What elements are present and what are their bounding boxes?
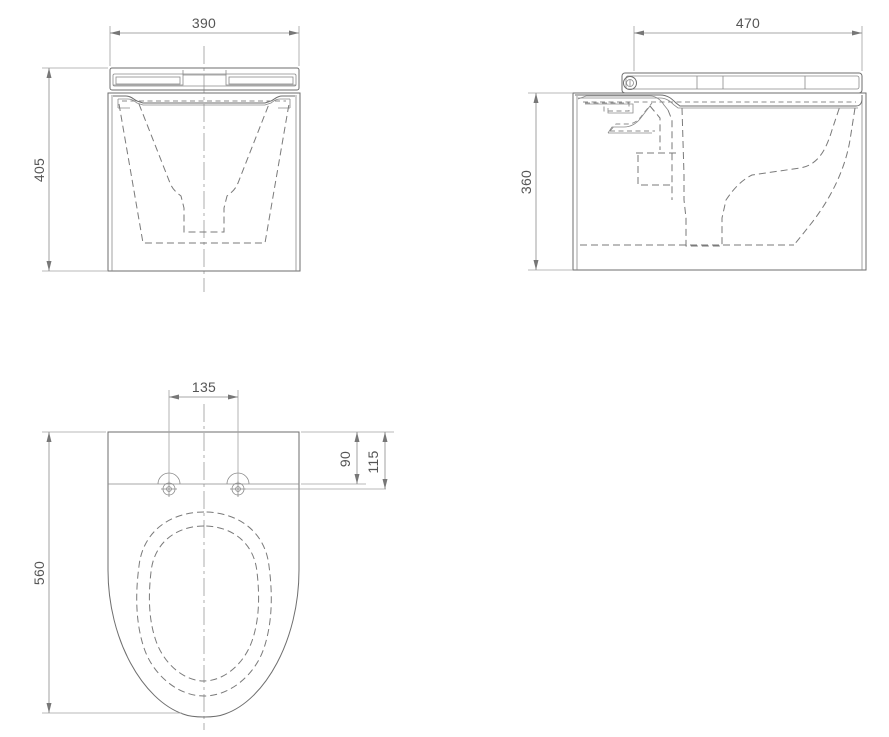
- front-view-bowl-outer-hidden: [118, 103, 290, 244]
- front-view-body-outline: [108, 93, 300, 271]
- dimension-label-360: 360: [518, 170, 534, 194]
- dimension-label-115: 115: [365, 450, 381, 473]
- dimension-front-height: 405: [31, 67, 108, 272]
- front-view-seat-lid: [110, 68, 299, 90]
- dimension-plan-length: 560: [31, 431, 182, 714]
- plan-view: 135 560 90: [31, 379, 394, 730]
- side-view-rim: [575, 95, 862, 109]
- dimension-label-560: 560: [31, 561, 47, 585]
- dimension-label-390: 390: [192, 15, 216, 31]
- front-view-bowl-inner-hidden: [138, 103, 270, 233]
- side-view-body-outline: [573, 93, 866, 270]
- plan-view-bowl-outer-hidden: [136, 511, 272, 697]
- side-view-bowl-inner-hidden: [681, 105, 841, 247]
- dimension-bolt-offset: 90: [301, 431, 394, 485]
- plan-view-bowl-inner-hidden: [148, 525, 260, 682]
- dimension-front-width: 390: [109, 15, 300, 66]
- side-view-trap-hidden: [636, 105, 678, 200]
- dimension-side-depth: 470: [633, 15, 863, 71]
- dimension-label-90: 90: [337, 451, 353, 467]
- front-view: 390 405: [31, 15, 300, 292]
- dimension-label-405: 405: [31, 158, 47, 182]
- side-view-bowl-outer-hidden: [580, 107, 856, 246]
- dimension-label-135: 135: [192, 379, 216, 395]
- dimension-label-470: 470: [736, 15, 760, 31]
- plan-view-outline: [108, 432, 299, 717]
- side-view: 470 360: [518, 15, 866, 270]
- dimension-bolt-spacing: 135: [168, 379, 239, 482]
- side-view-inlet-detail: [577, 95, 669, 134]
- side-view-seat-lid: [622, 73, 862, 93]
- seat-hinge-icon: [624, 77, 637, 90]
- dimension-rear-offset: 115: [365, 432, 388, 489]
- dimension-side-height: 360: [518, 92, 573, 271]
